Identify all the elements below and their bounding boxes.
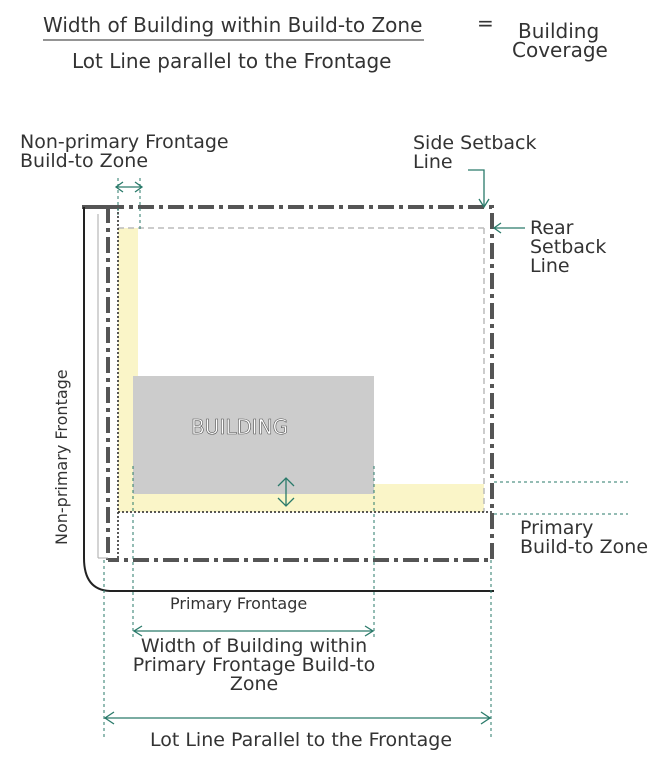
side-setback-callout-arrow <box>468 169 490 209</box>
rear-setback-label-line3: Line <box>530 255 570 277</box>
rear-setback-label-line2: Setback <box>530 236 606 258</box>
side-setback-label-line1: Side Setback <box>413 132 536 154</box>
lot-line-boundary <box>108 205 494 562</box>
primary-btz-label-line1: Primary <box>520 517 593 539</box>
rear-setback-callout-arrow <box>492 222 525 234</box>
formula-denominator: Lot Line parallel to the Frontage <box>72 49 391 73</box>
width-label-line3: Zone <box>230 673 278 695</box>
width-of-building-dimension-arrow <box>132 625 375 637</box>
formula-result-line1: Building <box>518 19 599 43</box>
building-label: BUILDING <box>191 415 288 439</box>
corner-curb <box>83 557 494 592</box>
lot-line-label: Lot Line Parallel to the Frontage <box>150 729 452 751</box>
formula-result-line2: Coverage <box>512 38 608 62</box>
side-setback-label-line2: Line <box>413 151 453 173</box>
width-label-line2: Primary Frontage Build-to <box>133 654 376 676</box>
nonprimary-btz-dimension-arrow <box>114 181 144 193</box>
rear-setback-label-line1: Rear <box>530 217 574 239</box>
primary-btz-dimension-arrow <box>277 477 295 507</box>
formula-numerator: Width of Building within Build-to Zone <box>43 13 422 37</box>
formula-equals: = <box>477 11 494 35</box>
building-footprint <box>133 376 374 494</box>
nonprimary-btz-label-line1: Non-primary Frontage <box>20 131 229 153</box>
primary-frontage-label: Primary Frontage <box>170 594 307 613</box>
nonprimary-btz-label-line2: Build-to Zone <box>20 150 148 172</box>
width-label-line1: Width of Building within <box>141 635 367 657</box>
nonprimary-frontage-label: Non-primary Frontage <box>52 369 71 545</box>
primary-btz-label-line2: Build-to Zone <box>520 536 648 558</box>
lot-line-dimension-arrow <box>103 711 492 725</box>
